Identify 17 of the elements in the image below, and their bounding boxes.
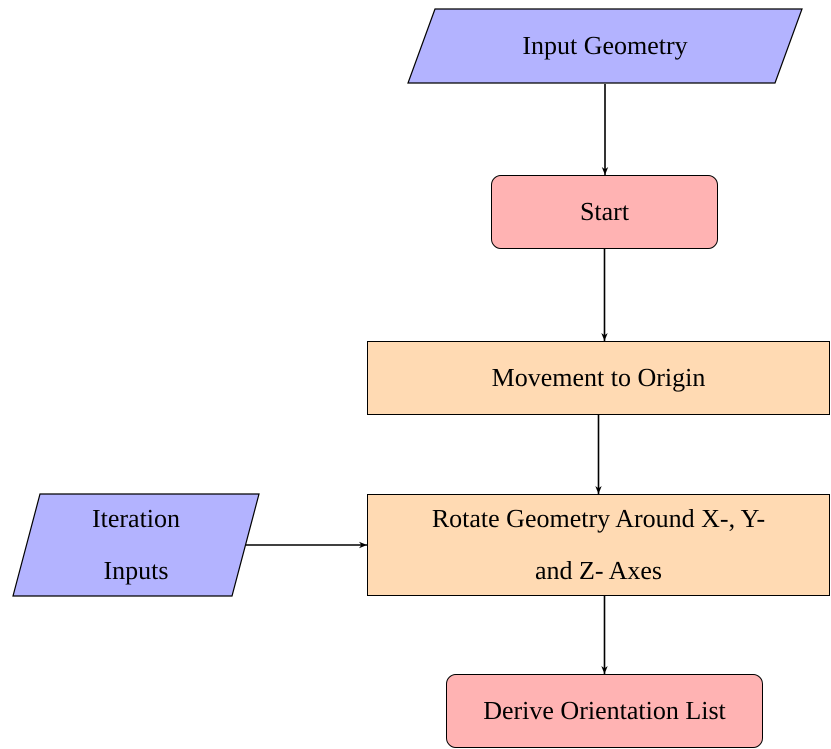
arrow (601, 596, 608, 674)
node-label: Rotate Geometry Around X-, Y- and Z- Axes (430, 503, 766, 587)
arrow (595, 415, 602, 494)
arrow (602, 84, 608, 175)
node-label: Derive Orientation List (483, 695, 726, 727)
terminal-box (446, 674, 763, 748)
node-label: Input Geometry (522, 30, 688, 62)
process-box (367, 341, 830, 415)
arrow (601, 249, 608, 341)
arrow (246, 542, 367, 548)
node-label: Movement to Origin (492, 362, 706, 394)
data-parallelogram (12, 493, 260, 597)
data-parallelogram (407, 8, 803, 84)
node-label: Start (580, 196, 630, 228)
node-label: Iteration Inputs (90, 503, 182, 587)
process-box (367, 494, 830, 596)
terminal-box (491, 175, 718, 249)
